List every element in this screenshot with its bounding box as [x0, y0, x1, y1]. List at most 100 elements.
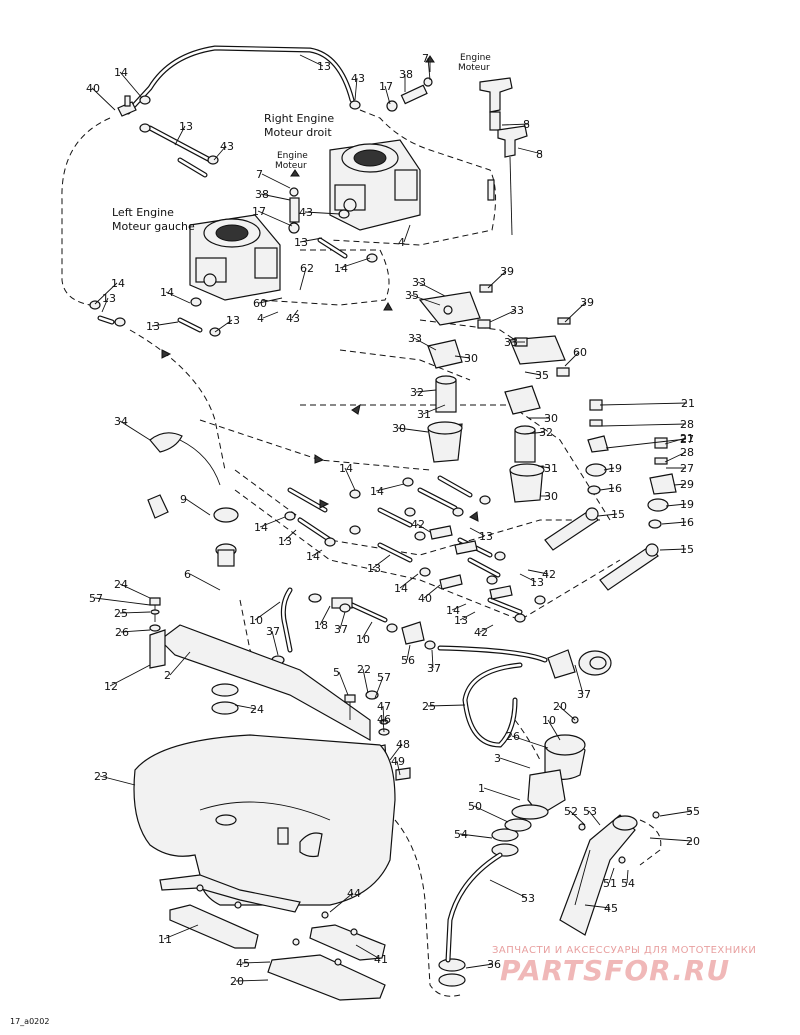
callout-leader — [469, 527, 486, 537]
callout-label: 43 — [286, 312, 300, 325]
fuel-pump-lower — [504, 335, 566, 503]
callout-leader — [413, 337, 437, 351]
callout-label: 14 — [339, 462, 353, 475]
callout-label: 15 — [680, 543, 694, 556]
callout-label: 56 — [401, 654, 415, 667]
callout-leader — [396, 760, 401, 776]
callout-label: 4 — [257, 312, 264, 325]
callout-leader — [339, 257, 371, 269]
fittings — [271, 593, 612, 679]
callout-label: 40 — [418, 592, 432, 605]
callout-label: 10 — [542, 714, 556, 727]
callout-label: 33 — [408, 332, 422, 345]
engine-top-caption-2: Moteur — [458, 63, 490, 73]
callout-leader — [489, 879, 528, 899]
callout-label: 23 — [94, 770, 108, 783]
callout-label: 15 — [611, 508, 625, 521]
callout-label: 2 — [164, 669, 171, 682]
callout-leader — [165, 291, 191, 304]
callout-leader — [94, 282, 118, 305]
callout-label: 22 — [357, 663, 371, 676]
callout-label: 30 — [392, 422, 406, 435]
callout-label: 14 — [394, 582, 408, 595]
callout-leader — [389, 743, 403, 761]
callout-label: 24 — [114, 578, 128, 591]
callout-label: 43 — [351, 72, 365, 85]
callout-label: 30 — [464, 352, 478, 365]
callout-label: 19 — [680, 498, 694, 511]
callout-leader — [235, 979, 269, 982]
callout-label: 49 — [391, 755, 405, 768]
callout-label: 31 — [544, 462, 558, 475]
callout-label: 29 — [680, 478, 694, 491]
return-hose-top — [125, 45, 355, 115]
callout-label: 37 — [266, 625, 280, 638]
callout-leader — [304, 211, 341, 215]
callout-label: 36 — [487, 958, 501, 971]
callout-label: 53 — [521, 892, 535, 905]
callout-label: 37 — [427, 662, 441, 675]
callout-leader — [537, 465, 551, 469]
hose-left-engine — [147, 125, 213, 163]
callout-leader — [664, 451, 687, 463]
callout-leader — [120, 629, 151, 633]
callout-leader — [213, 145, 227, 161]
callout-leader — [354, 77, 358, 101]
callout-label: 54 — [621, 877, 635, 890]
callout-label: 42 — [411, 518, 425, 531]
callout-label: 14 — [254, 521, 268, 534]
primer-handle-upper — [479, 77, 513, 131]
tank-clamps — [211, 683, 519, 987]
callout-leader — [499, 757, 531, 769]
hose-clamps — [89, 95, 546, 623]
callout-label: 14 — [114, 66, 128, 79]
callout-leader — [517, 147, 543, 155]
callout-leader — [489, 309, 517, 323]
callout-label: 13 — [226, 314, 240, 327]
callout-leader — [262, 311, 279, 319]
callout-label: 25 — [114, 607, 128, 620]
engine-mid-caption-2: Moteur — [275, 161, 307, 171]
callout-leader — [454, 355, 471, 359]
callout-label: 45 — [236, 957, 250, 970]
callout-leader — [588, 810, 601, 826]
callout-label: 27 — [680, 433, 694, 446]
callout-leader — [299, 267, 307, 291]
callout-label: 52 — [564, 805, 578, 818]
callout-label: 39 — [580, 296, 594, 309]
primer-handle-lower — [487, 125, 528, 236]
left-engine-carburetor — [189, 214, 281, 301]
callout-label: 50 — [468, 800, 482, 813]
callout-leader — [519, 573, 537, 583]
callout-label: 1 — [478, 782, 485, 795]
callout-leader — [410, 294, 441, 306]
callout-label: 62 — [300, 262, 314, 275]
vent-valve — [559, 811, 660, 936]
callout-label: 14 — [160, 286, 174, 299]
callout-label: 55 — [686, 805, 700, 818]
callout-label: 8 — [536, 148, 543, 161]
callout-leader — [487, 270, 507, 289]
callout-leader — [569, 810, 586, 826]
callout-leader — [189, 573, 221, 591]
right-engine-caption-2: Moteur droit — [264, 126, 332, 139]
callout-label: 13 — [146, 320, 160, 333]
callout-leader — [109, 664, 151, 687]
callout-leader — [423, 584, 441, 599]
callout-label: 17 — [379, 80, 393, 93]
callout-leader — [397, 427, 429, 433]
primer-valves — [544, 507, 659, 591]
callout-label: 16 — [608, 482, 622, 495]
callout-label: 42 — [542, 568, 556, 581]
watermark: ЗАПЧАСТИ И АКСЕССУАРЫ ДЛЯ МОТОТЕХНИКИ PA… — [492, 945, 756, 987]
callout-leader — [659, 810, 693, 817]
callout-label: 34 — [114, 415, 128, 428]
callout-label: 14 — [446, 604, 460, 617]
callout-leader — [564, 351, 580, 367]
left-engine-caption-1: Left Engine — [112, 206, 174, 219]
callout-label: 13 — [278, 535, 292, 548]
callout-leader — [673, 483, 687, 486]
callout-leader — [511, 735, 549, 749]
